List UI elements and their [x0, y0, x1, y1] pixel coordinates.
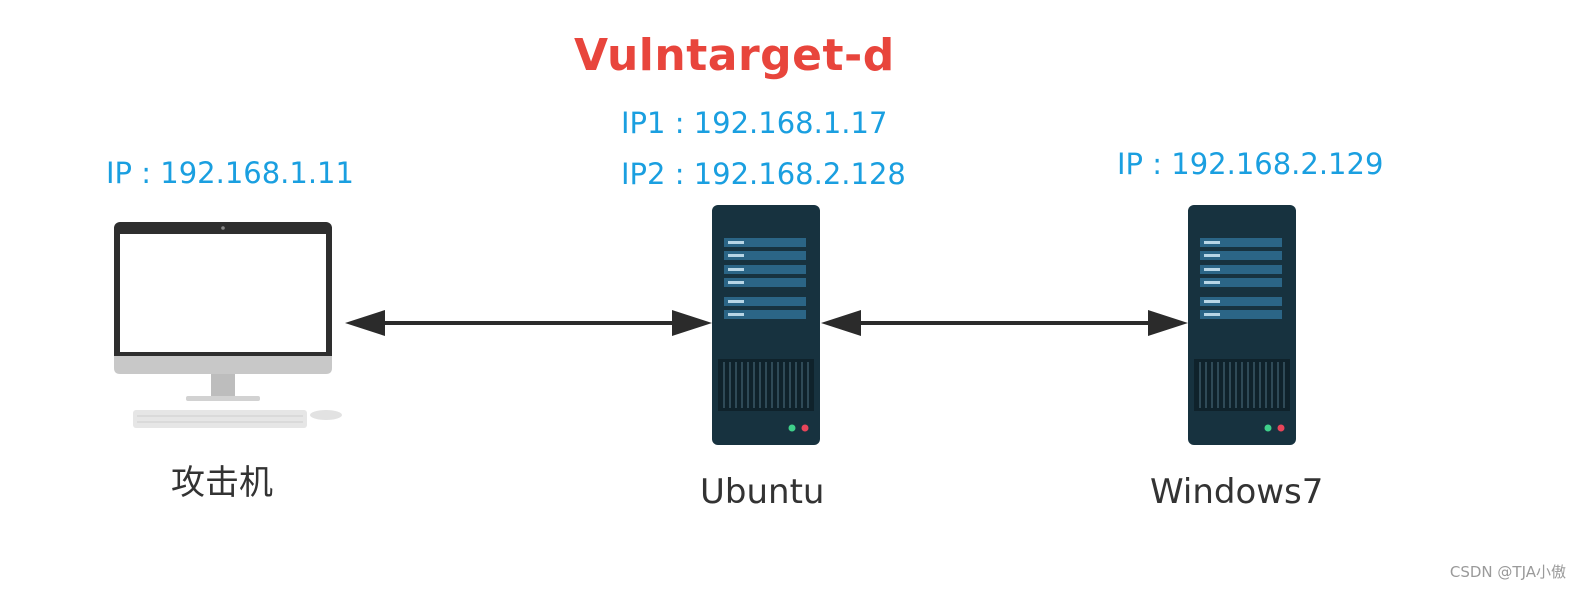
ubuntu-server-icon	[712, 205, 820, 445]
arrow-ubuntu-windows	[821, 310, 1188, 336]
attacker-label: 攻击机	[171, 463, 273, 503]
windows-ip: IP : 192.168.2.129	[1117, 147, 1384, 181]
mouse-icon	[310, 410, 342, 420]
arrow-attacker-ubuntu	[345, 310, 712, 336]
diagram-title: Vulntarget-d	[574, 30, 895, 81]
ubuntu-ip2: IP2 : 192.168.2.128	[621, 157, 906, 191]
monitor-icon	[114, 222, 332, 401]
keyboard-icon	[133, 410, 307, 428]
ubuntu-ip1: IP1 : 192.168.1.17	[621, 106, 888, 140]
watermark: CSDN @TJA小傲	[1449, 563, 1566, 581]
windows-server-icon	[1188, 205, 1296, 445]
windows-label: Windows7	[1150, 472, 1324, 512]
ubuntu-label: Ubuntu	[700, 472, 825, 512]
attacker-ip: IP : 192.168.1.11	[106, 156, 354, 190]
